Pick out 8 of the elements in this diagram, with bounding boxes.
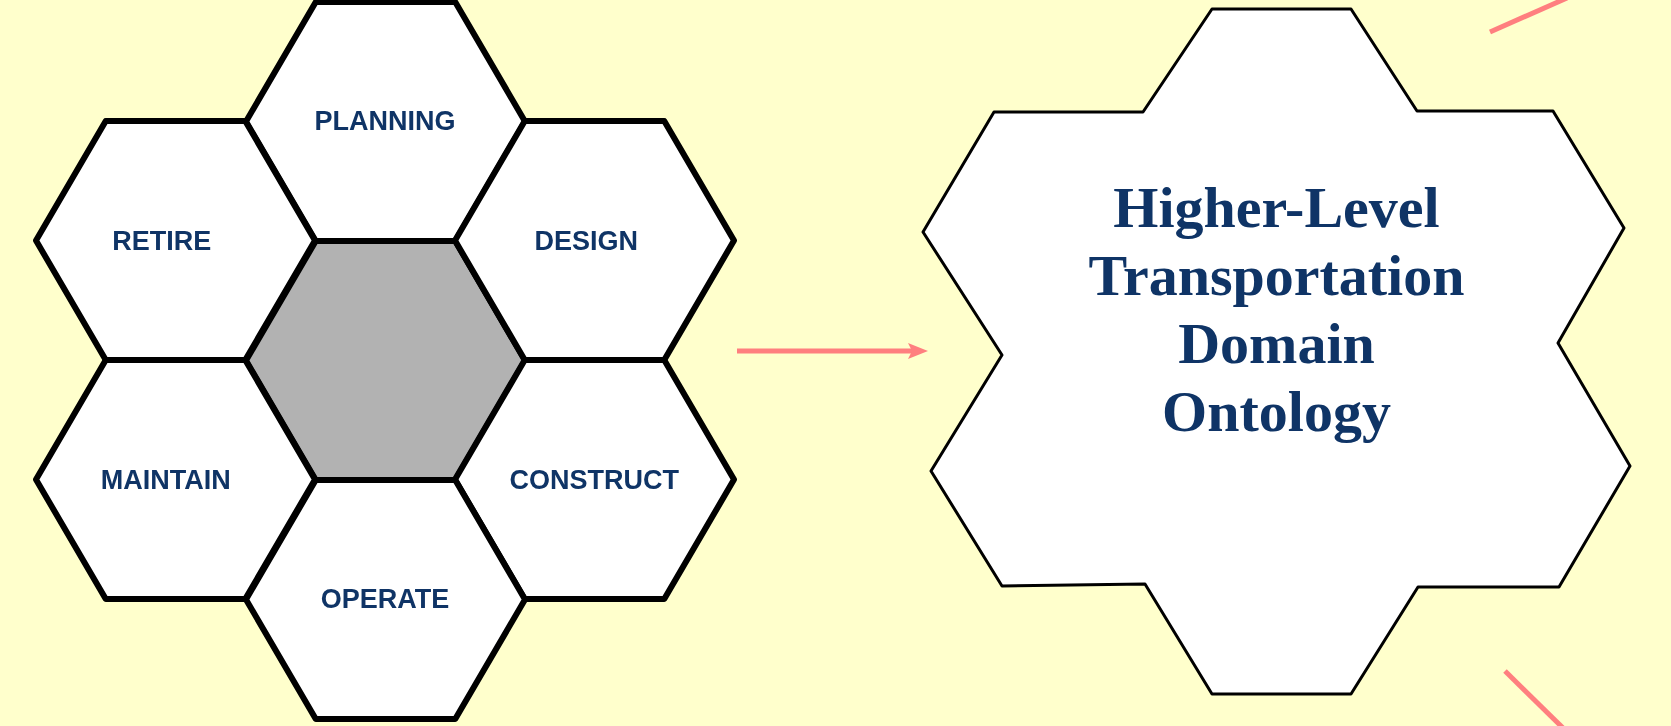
phase-label: CONSTRUCT [509,464,679,495]
arrow [737,343,928,359]
phase-label: RETIRE [112,225,212,256]
phase-label: OPERATE [320,583,450,615]
phase-label: DESIGN [534,225,638,256]
phase-label: MAINTAIN [100,464,231,495]
ontology-title: Higher-Level Transportation Domain Ontology [1087,174,1466,447]
phase-label: PLANNING [314,105,456,137]
